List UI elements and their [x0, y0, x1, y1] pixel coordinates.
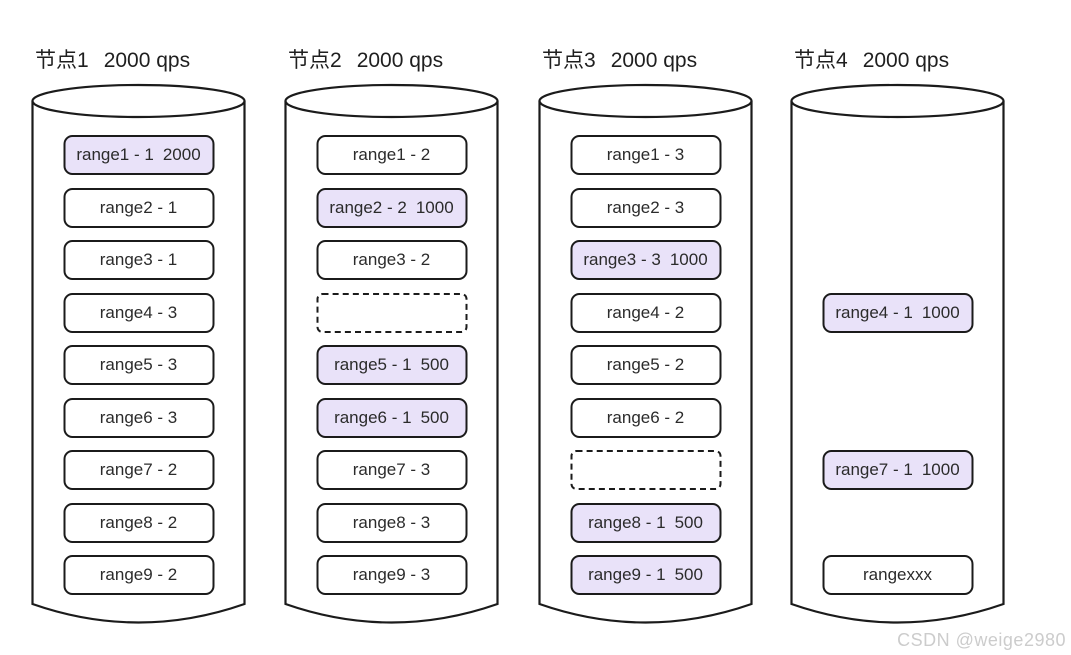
range-box: range9 - 3	[316, 555, 467, 595]
range-label: range7 - 2	[99, 460, 178, 479]
node-title: 节点2 2000 qps	[288, 44, 443, 74]
range-label: range5 - 1	[334, 355, 412, 374]
slots: range1 - 3 range2 - 3 range3 - 3 1000 range4…	[538, 0, 753, 655]
node-title: 节点4 2000 qps	[794, 44, 949, 74]
range-qps-value: 1000	[415, 197, 454, 217]
range-box: range8 - 3	[316, 502, 467, 543]
range-box: range4 - 2	[570, 292, 721, 333]
range-label: range7 - 1	[835, 460, 913, 479]
range-label: range6 - 3	[99, 407, 178, 427]
range-label: range3 - 3	[583, 250, 661, 269]
range-box: range7 - 2	[63, 450, 214, 490]
range-qps-value: 1000	[669, 250, 708, 269]
range-label: range4 - 3	[99, 302, 178, 322]
node-title-name: 节点2	[288, 49, 342, 72]
range-box: range9 - 1 500	[570, 555, 721, 595]
range-box: rangexxx	[822, 555, 973, 595]
node-title-name: 节点4	[794, 49, 848, 72]
range-box: range6 - 3	[63, 397, 214, 438]
range-label: range2 - 2	[329, 197, 407, 217]
range-label: rangexxx	[863, 565, 932, 584]
range-box: range1 - 3	[570, 135, 721, 175]
range-box: range1 - 2	[316, 135, 467, 175]
range-qps-value: 500	[674, 512, 703, 532]
node-title-qps: 2000 qps	[610, 49, 698, 72]
range-qps-value: 2000	[162, 145, 201, 164]
range-box: range3 - 3 1000	[570, 240, 721, 280]
range-label: range5 - 3	[99, 355, 178, 374]
node-title-name: 节点3	[542, 49, 596, 72]
range-box: range8 - 1 500	[570, 502, 721, 543]
range-box: range9 - 2	[63, 555, 214, 595]
node-title-name: 节点1	[35, 49, 89, 72]
node-cylinder-group: 节点3 2000 qps range1 - 3 range2 - 3 range3 …	[538, 0, 753, 655]
range-box: range2 - 1	[63, 187, 214, 228]
node-title-qps: 2000 qps	[356, 49, 444, 72]
range-label: range1 - 1	[76, 145, 154, 164]
range-qps-value: 500	[420, 355, 449, 374]
range-label: range7 - 3	[352, 460, 431, 479]
range-box: range7 - 1 1000	[822, 450, 973, 490]
range-label: range5 - 2	[606, 355, 685, 374]
range-label: range9 - 1	[588, 565, 666, 584]
watermark: CSDN @weige2980	[897, 630, 1066, 650]
range-box: range5 - 2	[570, 345, 721, 385]
range-box: range1 - 1 2000	[63, 135, 214, 175]
range-box: range8 - 2	[63, 502, 214, 543]
range-label: range4 - 2	[606, 302, 685, 322]
range-label: range3 - 2	[352, 250, 431, 269]
range-box: range4 - 3	[63, 292, 214, 333]
range-label: range9 - 2	[99, 565, 178, 584]
range-box: range6 - 2	[570, 397, 721, 438]
empty-slot-box	[316, 292, 467, 333]
empty-slot-box	[570, 450, 721, 490]
range-box: range3 - 2	[316, 240, 467, 280]
range-box: range2 - 3	[570, 187, 721, 228]
range-qps-value: 1000	[921, 302, 960, 322]
range-label: range1 - 2	[352, 145, 431, 164]
range-qps-value: 500	[420, 407, 449, 427]
range-label: range4 - 1	[835, 302, 913, 322]
slots: range1 - 2 range2 - 2 1000 range3 - 2 range5…	[284, 0, 499, 655]
range-label: range1 - 3	[606, 145, 685, 164]
cylinder-shape	[284, 83, 499, 624]
range-label: range2 - 3	[606, 197, 685, 217]
slots: range1 - 1 2000 range2 - 1 range3 - 1 range4…	[31, 0, 246, 655]
range-box: range7 - 3	[316, 450, 467, 490]
range-label: range8 - 2	[99, 512, 178, 532]
node-cylinder-group: 节点4 2000 qps range4 - 1 1000 range7 - 1 100…	[790, 0, 1005, 655]
range-box: range3 - 1	[63, 240, 214, 280]
range-box: range4 - 1 1000	[822, 292, 973, 333]
range-qps-value: 1000	[921, 460, 960, 479]
node-title: 节点1 2000 qps	[35, 44, 190, 74]
range-label: range8 - 1	[588, 512, 666, 532]
range-label: range6 - 2	[606, 407, 685, 427]
node-title-qps: 2000 qps	[103, 49, 191, 72]
range-label: range8 - 3	[352, 512, 431, 532]
cylinder-shape	[538, 83, 753, 624]
range-label: range6 - 1	[334, 407, 412, 427]
range-box: range5 - 1 500	[316, 345, 467, 385]
range-label: range2 - 1	[99, 197, 178, 217]
range-label: range3 - 1	[99, 250, 178, 269]
node-title-qps: 2000 qps	[862, 49, 950, 72]
cylinder-shape	[790, 83, 1005, 624]
cylinder-shape	[31, 83, 246, 624]
range-box: range2 - 2 1000	[316, 187, 467, 228]
range-box: range6 - 1 500	[316, 397, 467, 438]
range-qps-value: 500	[674, 565, 703, 584]
slots: range4 - 1 1000 range7 - 1 1000 rangexxx	[790, 0, 1005, 655]
range-label: range9 - 3	[352, 565, 431, 584]
range-box: range5 - 3	[63, 345, 214, 385]
node-title: 节点3 2000 qps	[542, 44, 697, 74]
